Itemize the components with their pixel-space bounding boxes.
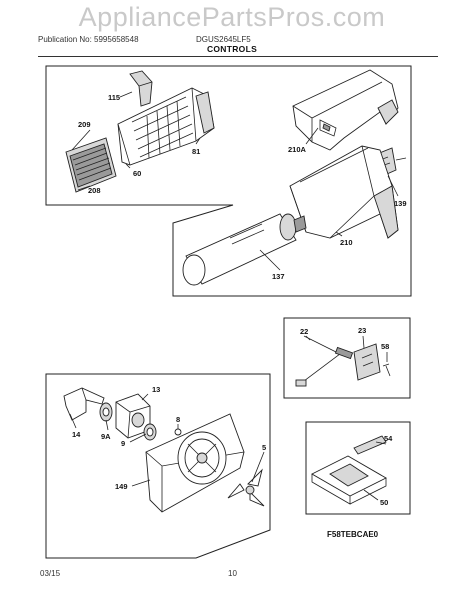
part-209-filter-frame [65,137,117,193]
callout-81: 81 [192,147,200,156]
page-title: CONTROLS [206,44,258,54]
footer-page-number: 10 [228,569,237,578]
callout-58: 58 [381,342,389,351]
part-149-fan-shroud [145,413,245,513]
callout-137: 137 [272,272,285,281]
callout-54: 54 [384,434,393,443]
footer-date: 03/15 [40,569,61,578]
part-14-bracket [63,387,105,421]
watermark: AppliancePartsPros.com [78,2,386,32]
part-9-grommet [143,423,157,441]
leader-lines [69,91,399,501]
callout-23: 23 [358,326,366,335]
cover-box [305,421,411,515]
callout-149: 149 [115,482,128,491]
part-23-control-module [353,343,381,381]
part-5-fan-blade [227,468,265,507]
publication-number: Publication No: 5995658548 [38,35,139,44]
callout-208: 208 [88,186,101,195]
callout-209: 209 [78,120,91,129]
part-50-housing [311,455,387,505]
part-13-motor [115,393,151,439]
callout-5: 5 [262,443,266,452]
callout-115: 115 [108,93,120,102]
part-210a-housing [292,69,399,151]
part-54-bracket [353,435,387,455]
callout-14: 14 [72,430,81,439]
part-8-clip [174,428,182,436]
sensor-box [283,317,411,399]
callout-9a: 9A [101,432,111,441]
callout-139: 139 [394,199,407,208]
callout-210: 210 [340,238,353,247]
callout-60: 60 [133,169,141,178]
part-137-water-filter [182,213,307,286]
callout-210a: 210A [288,145,307,154]
callout-13: 13 [152,385,160,394]
part-210-housing [289,145,399,239]
callout-8: 8 [176,415,180,424]
part-22-thermistor [295,335,354,387]
diagram-code: F58TEBCAE0 [327,530,379,539]
part-115-clip [129,70,153,107]
callout-50: 50 [380,498,388,507]
part-60-filter-housing [117,87,215,166]
upper-assembly-box [45,65,412,297]
fan-assembly-box [45,373,271,559]
header-rule [38,56,438,57]
model-number: DGUS2645LF5 [196,35,251,44]
part-58-screw [382,363,391,377]
callout-9: 9 [121,439,125,448]
callout-22: 22 [300,327,308,336]
part-9a-grommet [99,402,113,422]
